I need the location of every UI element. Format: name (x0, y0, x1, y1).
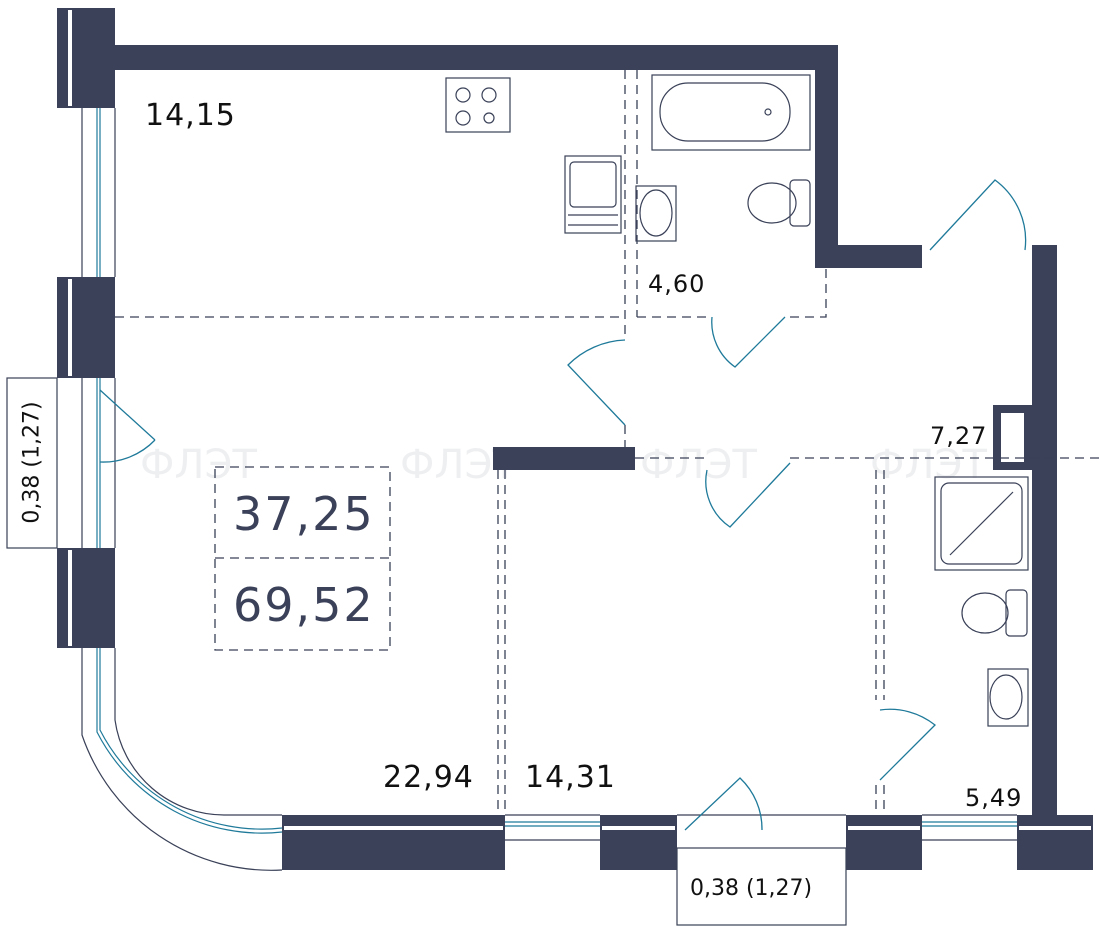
hall-area-label: 7,27 (930, 422, 988, 450)
stove-icon (445, 77, 511, 133)
doors (99, 179, 1027, 831)
bedroom-area-label: 14,31 (525, 760, 616, 795)
toilet-icon-2 (961, 589, 1028, 637)
windows (6, 108, 1017, 926)
toilet-icon (747, 179, 811, 227)
washbasin-icon-2 (987, 668, 1029, 727)
kitchen-sink-icon (564, 155, 622, 234)
bathroom-area-label: 4,60 (648, 270, 706, 298)
fixtures (445, 74, 1029, 727)
bathtub-icon (651, 74, 811, 151)
total-area-label: 69,52 (233, 578, 375, 632)
svg-text:ФЛЭТ: ФЛЭТ (400, 442, 517, 488)
washbasin-icon (635, 185, 677, 242)
walls (57, 8, 1093, 870)
bottom-balcony-label: 0,38 (1,27) (690, 876, 813, 901)
svg-text:ФЛЭТ: ФЛЭТ (640, 442, 757, 488)
watermark: ФЛЭТ ФЛЭТ ФЛЭТ ФЛЭТ (140, 442, 987, 488)
zone-lines (115, 70, 1100, 815)
svg-text:ФЛЭТ: ФЛЭТ (870, 442, 987, 488)
shower-room-area-label: 5,49 (965, 784, 1023, 812)
svg-text:ФЛЭТ: ФЛЭТ (140, 442, 257, 488)
kitchen-area-label: 14,15 (145, 98, 236, 133)
shower-icon (934, 476, 1029, 571)
living-area-label: 22,94 (383, 760, 474, 795)
living-total-label: 37,25 (233, 487, 375, 541)
left-balcony-label: 0,38 (1,27) (19, 401, 45, 524)
